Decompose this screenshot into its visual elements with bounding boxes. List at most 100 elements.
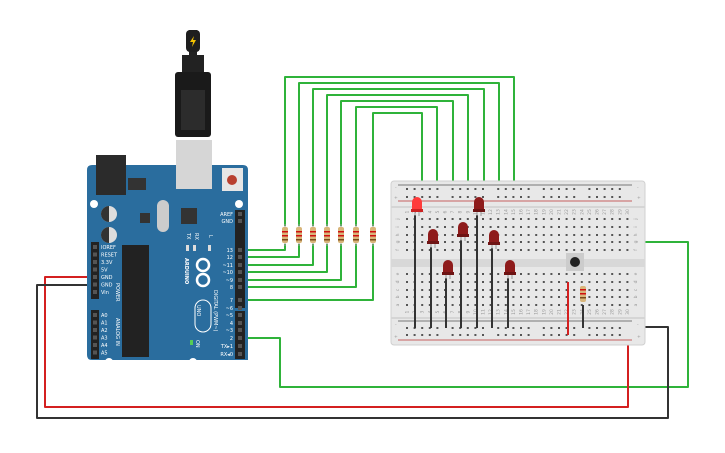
row-label: a [634,303,639,306]
resistor[interactable] [338,224,344,246]
signal-wire-pin-to-resistor[interactable] [243,244,342,281]
rail-minus-bottom-right: - [637,323,639,328]
rail-plus-bottom-right: + [637,334,641,340]
column-number: 4 [427,210,433,213]
column-number: 26 [595,209,601,215]
column-number: 8 [458,210,464,213]
model-label: UNO [195,305,201,316]
breadboard[interactable]: 1122334455667788991010111112121313141415… [390,180,646,346]
led[interactable] [504,260,516,279]
signal-wire-pin-to-resistor[interactable] [243,244,328,273]
column-number: 6 [443,210,449,213]
led[interactable] [427,229,439,248]
signal-wire-resistor-to-led[interactable] [312,88,485,228]
rail-minus-top: - [395,186,397,191]
row-label: b [633,295,639,298]
rail-minus-bottom: - [395,323,397,328]
column-number: 21 [557,209,563,215]
power-header-label: POWER [114,283,120,302]
button-wire-to-pin-2[interactable] [243,241,689,388]
column-number: 15 [511,309,517,315]
column-number: 17 [526,309,532,315]
row-label: h [395,233,401,236]
analog-pin-label: A4 [101,343,108,349]
signal-wire-pin-to-resistor[interactable] [243,244,314,266]
digital-pin-label: GND [222,219,234,225]
led[interactable] [488,230,500,249]
pushbutton[interactable] [566,253,584,271]
digital-pin-label: ~11 [222,263,233,269]
signal-wire-pin-to-resistor[interactable] [243,244,286,251]
signal-wire-pin-to-resistor[interactable] [243,244,357,288]
row-label: e [396,272,401,275]
column-number: 27 [602,209,608,215]
digital-pin-label: 7 [230,298,233,304]
signal-wire-pin-to-resistor[interactable] [243,244,374,301]
row-label: i [395,226,401,227]
column-number: 13 [496,209,502,215]
column-number: 22 [564,209,570,215]
row-label: j [395,218,401,220]
rail-plus-top-right: + [637,195,641,201]
column-number: 14 [503,209,509,215]
row-label: e [634,272,639,275]
column-number: 17 [526,209,532,215]
signal-wire-resistor-to-led[interactable] [372,112,423,227]
signal-wire-resistor-to-led[interactable] [298,82,500,250]
rx-led-label: RX [193,233,199,240]
column-number: 7 [450,210,456,213]
column-number: 1 [405,210,411,213]
analog-pin-label: A0 [101,313,108,319]
column-number: 15 [511,209,517,215]
resistor[interactable] [353,224,359,246]
analog-header-label: ANALOG IN [114,318,120,346]
power-wire-5v[interactable] [44,276,629,408]
column-number: 19 [541,309,547,315]
signal-wire-resistor-to-led[interactable] [355,106,438,228]
wires-layer [36,76,689,419]
resistor[interactable] [324,224,330,246]
column-number: 20 [549,309,555,315]
digital-header-bottom [235,311,245,359]
resistor[interactable] [370,224,376,246]
led[interactable] [473,197,485,216]
ground-wire[interactable] [36,284,669,419]
column-number: 23 [572,309,578,315]
tx-led-label: TX [185,232,191,240]
column-number: 29 [617,209,623,215]
resistor[interactable] [310,224,316,246]
resistor[interactable] [282,224,288,246]
led[interactable] [457,222,469,241]
column-number: 29 [617,309,623,315]
power-pin-label: 3.3V [101,260,113,266]
column-number: 25 [587,309,593,315]
row-label: a [396,303,401,306]
digital-pin-label: 8 [230,285,233,291]
power-pin-label: 5V [101,268,108,274]
digital-header-label: DIGITAL (PWM~) [212,290,218,332]
row-label: h [633,233,639,236]
column-number: 21 [557,309,563,315]
signal-wire-pin-to-resistor[interactable] [243,244,300,258]
digital-pin-label: RX◂0 [220,352,233,358]
led[interactable] [442,260,454,279]
row-label: g [634,240,639,243]
digital-pin-label: ~3 [226,328,233,334]
row-label: g [396,240,401,243]
digital-pin-label: ~5 [226,313,233,319]
button-pulldown-resistor[interactable] [580,286,586,302]
column-number: 18 [534,309,540,315]
led-lit[interactable] [411,197,423,216]
row-label: d [395,280,401,283]
row-label: c [634,288,639,291]
signal-wire-resistor-to-led[interactable] [326,94,469,228]
column-number: 5 [435,210,441,213]
rail-minus-top-right: - [637,186,639,191]
column-number: 25 [587,209,593,215]
rail-plus-bottom: + [394,334,398,340]
column-number: 9 [465,210,471,213]
resistor[interactable] [296,224,302,246]
analog-pin-label: A5 [101,351,108,357]
